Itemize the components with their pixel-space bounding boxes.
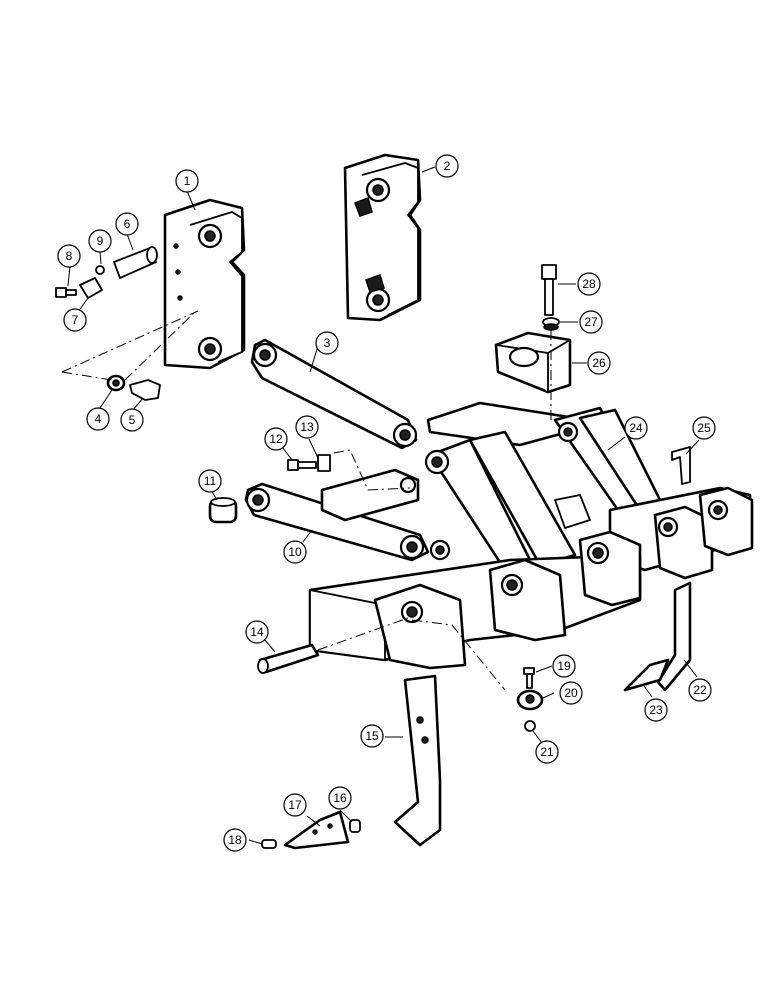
svg-text:22: 22	[693, 683, 707, 697]
callout-11: 11	[198, 469, 222, 493]
svg-text:3: 3	[324, 336, 331, 350]
svg-text:17: 17	[288, 798, 302, 812]
svg-text:12: 12	[269, 432, 283, 446]
callout-16: 16	[328, 786, 352, 810]
bolt-5	[129, 379, 161, 401]
svg-text:28: 28	[582, 277, 596, 291]
callout-24: 24	[624, 416, 648, 440]
main-frame	[308, 401, 754, 670]
bolt-19	[523, 667, 535, 689]
callout-22: 22	[688, 678, 712, 702]
mounting-plate-left	[163, 198, 246, 370]
svg-text:4: 4	[95, 412, 102, 426]
svg-text:25: 25	[697, 421, 711, 435]
callout-6: 6	[115, 212, 139, 236]
svg-text:8: 8	[66, 249, 73, 263]
svg-text:18: 18	[228, 833, 242, 847]
clip-25	[671, 446, 691, 485]
bolt-12	[287, 459, 317, 471]
mounting-plate-right	[343, 153, 422, 322]
assembly-lines	[61, 310, 506, 691]
svg-text:11: 11	[204, 474, 217, 488]
washer-27	[542, 317, 560, 331]
plate-13	[317, 454, 331, 472]
tine-22	[656, 581, 692, 692]
bushing-11	[208, 497, 238, 524]
svg-text:2: 2	[444, 159, 451, 173]
callout-8: 8	[57, 244, 81, 268]
svg-text:5: 5	[129, 413, 136, 427]
pin-16	[349, 819, 361, 833]
svg-text:21: 21	[540, 745, 554, 759]
callout-14: 14	[245, 620, 269, 644]
plate-7	[79, 277, 103, 299]
svg-text:19: 19	[557, 659, 571, 673]
lower-link	[244, 468, 430, 562]
callout-19: 19	[552, 654, 576, 678]
bolt-28	[541, 264, 557, 316]
svg-text:20: 20	[564, 686, 578, 700]
svg-text:6: 6	[124, 217, 131, 231]
callout-18: 18	[223, 828, 247, 852]
point-17	[283, 810, 350, 850]
callout-26: 26	[587, 351, 611, 375]
bolt-8	[55, 287, 77, 298]
callout-1: 1	[175, 169, 199, 193]
callout-20: 20	[559, 681, 583, 705]
shank-15	[393, 674, 442, 847]
svg-text:27: 27	[584, 315, 598, 329]
nut-9	[95, 265, 105, 275]
callout-9: 9	[88, 229, 112, 253]
callout-28: 28	[577, 272, 601, 296]
callout-2: 2	[435, 154, 459, 178]
callout-17: 17	[283, 793, 307, 817]
callout-25: 25	[692, 416, 716, 440]
callout-3: 3	[315, 331, 339, 355]
svg-text:10: 10	[288, 545, 302, 559]
point-23	[623, 658, 670, 692]
callout-7: 7	[63, 308, 87, 332]
svg-text:14: 14	[250, 625, 264, 639]
callout-10: 10	[283, 540, 307, 564]
callout-5: 5	[120, 408, 144, 432]
pin-6	[113, 246, 158, 279]
svg-text:1: 1	[184, 174, 191, 188]
svg-text:15: 15	[365, 729, 379, 743]
svg-text:13: 13	[300, 420, 314, 434]
svg-text:23: 23	[649, 703, 663, 717]
bushing-20	[516, 689, 544, 711]
svg-text:26: 26	[592, 356, 606, 370]
callout-27: 27	[579, 310, 603, 334]
callout-4: 4	[86, 407, 110, 431]
nut-21	[524, 720, 536, 732]
clamp-block	[494, 331, 572, 394]
upper-link	[250, 338, 418, 450]
svg-text:24: 24	[629, 421, 643, 435]
callout-12: 12	[264, 427, 288, 451]
callout-21: 21	[535, 740, 559, 764]
svg-text:9: 9	[97, 234, 104, 248]
svg-text:7: 7	[72, 313, 79, 327]
svg-text:16: 16	[333, 791, 347, 805]
callout-13: 13	[295, 415, 319, 439]
washer-4	[106, 374, 126, 392]
pin-18	[261, 839, 277, 849]
callout-23: 23	[644, 698, 668, 722]
callout-15: 15	[360, 724, 384, 748]
pin-14	[257, 643, 320, 674]
